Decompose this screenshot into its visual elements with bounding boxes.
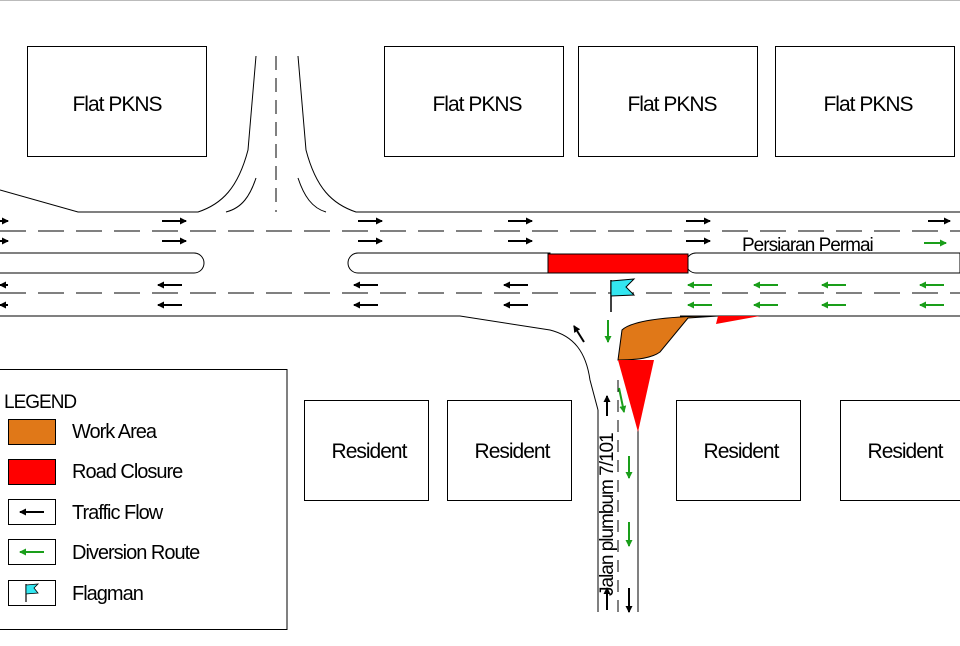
flat-building-4: Flat PKNS	[775, 46, 955, 157]
legend-label: Diversion Route	[72, 542, 200, 564]
flagman-icon	[610, 278, 636, 312]
legend-item-traffic-flow: Traffic Flow	[8, 499, 165, 525]
flat-building-3: Flat PKNS	[578, 46, 758, 157]
flat-building-2: Flat PKNS	[384, 46, 564, 157]
main-road	[0, 55, 960, 411]
road-closure-taper-east	[716, 316, 760, 324]
legend-label: Road Closure	[72, 461, 183, 483]
flag-icon	[25, 583, 40, 602]
resident-building-1: Resident	[304, 400, 429, 501]
diversion-route	[604, 239, 947, 547]
work-area	[617, 315, 719, 361]
legend-label: Work Area	[72, 421, 158, 443]
flat-label: Flat PKNS	[823, 93, 913, 116]
side-road	[597, 380, 639, 612]
road-closure-taper-south	[618, 360, 654, 432]
legend-item-work-area: Work Area	[8, 419, 159, 445]
median-center	[347, 252, 551, 274]
legend: LEGEND Work Area Road Closure Traffic Fl…	[0, 369, 288, 630]
legend-label: Flagman	[72, 583, 143, 605]
flat-label: Flat PKNS	[72, 93, 162, 116]
flat-label: Flat PKNS	[432, 93, 522, 116]
side-road-label: Jalan plumbum 7/101	[597, 433, 618, 596]
resident-building-3: Resident	[676, 400, 801, 501]
resident-building-2: Resident	[447, 400, 572, 501]
legend-item-flagman: Flagman	[8, 580, 144, 606]
main-road-label: Persiaran Permai	[742, 235, 873, 256]
road-closure-median	[547, 253, 689, 274]
resident-label: Resident	[868, 440, 944, 463]
work-area-swatch	[8, 419, 56, 445]
traffic-flow-westbound	[0, 281, 633, 613]
resident-label: Resident	[475, 440, 551, 463]
traffic-flow-eastbound	[0, 217, 951, 245]
resident-label: Resident	[704, 440, 780, 463]
median-east	[685, 252, 960, 274]
flat-building-1: Flat PKNS	[27, 46, 207, 157]
resident-label: Resident	[332, 440, 408, 463]
legend-item-road-closure: Road Closure	[8, 459, 184, 485]
legend-label: Traffic Flow	[72, 502, 164, 524]
resident-building-4: Resident	[840, 400, 960, 501]
median-west	[0, 252, 205, 274]
legend-title: LEGEND	[4, 392, 76, 413]
legend-item-diversion-route: Diversion Route	[8, 539, 201, 565]
road-closure-swatch	[8, 459, 56, 485]
flat-label: Flat PKNS	[627, 93, 717, 116]
